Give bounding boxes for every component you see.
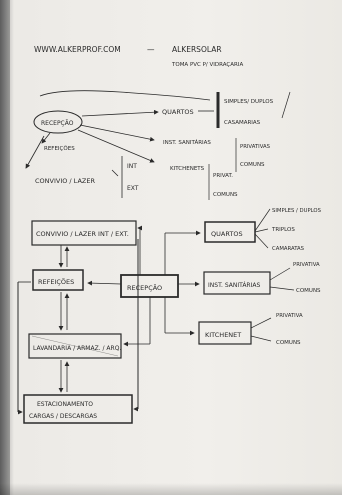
top-convivio-label: CONVIVIO / LAZER <box>35 177 95 185</box>
bottom-kitchenet-label: KITCHENET <box>205 331 241 339</box>
bottom-estacionamento-line2: CARGAS / DESCARGAS <box>29 413 97 420</box>
top-quartos-option-2: CASAMARIAS <box>224 120 261 126</box>
header-url: WWW.ALKERPROF.COM <box>34 45 121 54</box>
header-subtitle: TOMA PVC P/ VIDRAÇARIA <box>171 62 243 68</box>
top-kitchen-option-1: PRIVAT. <box>213 173 233 179</box>
notebook-spine <box>0 0 10 495</box>
arrow-to-refeicoes <box>41 132 51 144</box>
bottom-kitchenet-option-2: COMUNS <box>276 340 301 346</box>
top-inst-option-2: COMUNS <box>240 162 265 168</box>
box-estacionamento <box>23 394 133 424</box>
box-inst-sanitarias <box>203 271 271 295</box>
header-brand: ALKERSOLAR <box>172 45 222 54</box>
top-kitchen-option-2: COMUNS <box>213 192 238 198</box>
top-curve-line <box>39 90 211 101</box>
page-bottom-shadow <box>0 483 342 495</box>
box-recepcao <box>120 274 179 298</box>
kitchenet-branch-2 <box>250 335 272 342</box>
top-quartos-label: QUARTOS <box>162 108 194 116</box>
top-inst-option-1: PRIVATIVAS <box>240 144 271 150</box>
top-refeicoes-label: REFEIÇÕES <box>44 145 75 152</box>
inst-branch-2 <box>269 286 295 291</box>
header-dash: — <box>147 45 155 54</box>
top-ext-label: EXT <box>127 185 139 192</box>
bottom-quartos-option-3: CAMARATAS <box>272 246 305 252</box>
box-lavandaria <box>28 333 122 359</box>
bottom-lavandaria-label: LAVANDARIA / ARMAZ. / ARQ. <box>33 345 121 352</box>
convivio-connector <box>111 169 119 177</box>
box-convivio <box>31 220 137 246</box>
top-recepcao-label: RECEPÇÃO <box>41 120 74 127</box>
bottom-convivio-label: CONVIVIO / LAZER INT / EXT. <box>36 230 129 238</box>
inst-branch-1 <box>269 267 291 281</box>
bottom-estacionamento-line1: ESTACIONAMENTO <box>37 401 93 408</box>
kitchenet-branch-1 <box>250 317 272 329</box>
bottom-inst-option-2: COMUNS <box>296 288 321 294</box>
top-quartos-option-1: SIMPLES/ DUPLOS <box>224 99 274 105</box>
recepcao-ellipse <box>33 110 83 134</box>
bottom-quartos-option-1: SIMPLES / DUPLOS <box>272 208 322 214</box>
bottom-refeicoes-label: REFEIÇÕES <box>38 277 74 286</box>
bottom-quartos-label: QUARTOS <box>211 230 243 238</box>
bottom-inst-option-1: PRIVATIVA <box>293 262 320 268</box>
lavandaria-hatch <box>31 335 119 357</box>
arrow-to-inst <box>79 124 155 142</box>
top-kitchenets-label: KITCHENETS <box>170 166 205 172</box>
box-kitchenet <box>198 321 252 345</box>
top-inst-label: INST. SANITÁRIAS <box>163 139 211 146</box>
arrow-to-convivio <box>25 135 45 169</box>
box-refeicoes <box>32 269 84 291</box>
top-int-label: INT <box>127 163 137 170</box>
bottom-kitchenet-option-1: PRIVATIVA <box>276 313 303 319</box>
arrow-to-kitchenets <box>77 129 155 163</box>
arrow-to-quartos <box>81 109 159 117</box>
arrow-recepcao-refeicoes <box>87 280 122 286</box>
quartos-branch-3 <box>254 233 269 249</box>
quartos-slash <box>281 91 291 119</box>
bottom-quartos-option-2: TRIPLOS <box>271 227 295 233</box>
bottom-recepcao-label: RECEPÇÃO <box>127 283 162 292</box>
quartos-branch-1 <box>254 208 271 232</box>
quartos-branch-2 <box>254 228 269 233</box>
bottom-inst-label: INST. SANITÁRIAS <box>208 282 260 289</box>
